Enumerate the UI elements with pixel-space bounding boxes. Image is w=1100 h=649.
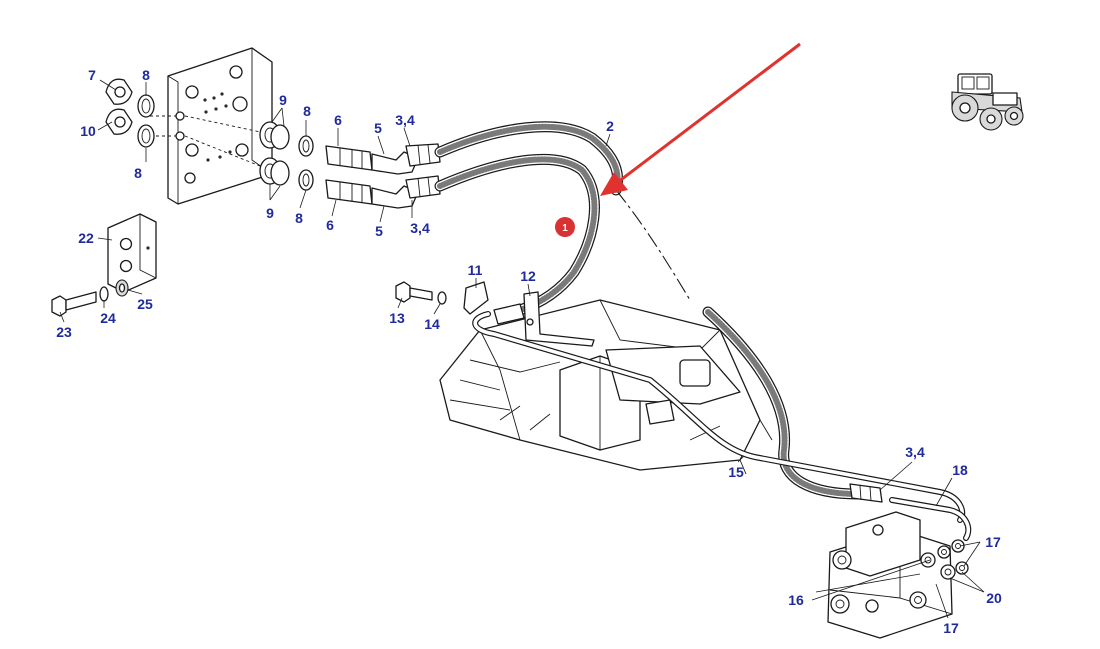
callout-16: 16 xyxy=(788,592,804,608)
hose-clips xyxy=(105,78,155,148)
callout-12: 12 xyxy=(520,268,536,284)
callout-9: 9 xyxy=(279,92,287,108)
highlight-arrow xyxy=(600,42,801,196)
pipe-15 xyxy=(472,311,972,541)
callout-7: 7 xyxy=(88,67,96,83)
callout-13: 13 xyxy=(389,310,405,326)
callout-20: 20 xyxy=(986,590,1002,606)
callout-8: 8 xyxy=(142,67,150,83)
callout-6: 6 xyxy=(334,112,342,128)
tractor-icon xyxy=(951,73,1024,131)
callout-14: 14 xyxy=(424,316,440,332)
callout-3-4: 3,4 xyxy=(410,220,430,236)
callout-15: 15 xyxy=(728,464,744,480)
leader-lines xyxy=(59,79,985,619)
callout-5: 5 xyxy=(375,223,383,239)
callout-11: 11 xyxy=(468,262,483,278)
callout-17: 17 xyxy=(985,534,1001,550)
callout-5: 5 xyxy=(374,120,382,136)
callout-labels: 7 8 10 8 9 8 6 5 3,4 2 9 8 6 5 3,4 22 23… xyxy=(56,67,1002,636)
bulkhead-fittings xyxy=(259,121,441,209)
hose-2 xyxy=(434,121,691,316)
mounting-plate xyxy=(150,47,273,205)
callout-25: 25 xyxy=(137,296,153,312)
callout-3-4: 3,4 xyxy=(395,112,415,128)
callout-8: 8 xyxy=(295,210,303,226)
callout-24: 24 xyxy=(100,310,116,326)
hose-lower xyxy=(702,306,864,500)
callout-18: 18 xyxy=(952,462,968,478)
callout-6: 6 xyxy=(326,217,334,233)
control-valve xyxy=(827,483,969,639)
pipe-brackets xyxy=(395,281,595,347)
callout-8: 8 xyxy=(303,103,311,119)
callout-17: 17 xyxy=(943,620,959,636)
callout-23: 23 xyxy=(56,324,72,340)
callout-8: 8 xyxy=(134,165,142,181)
marker-badge: 1 xyxy=(555,217,575,237)
callout-2: 2 xyxy=(606,118,614,134)
callout-10: 10 xyxy=(80,123,96,139)
marker-badge-text: 1 xyxy=(562,223,568,234)
callout-3-4: 3,4 xyxy=(905,444,925,460)
callout-22: 22 xyxy=(78,230,94,246)
callout-9: 9 xyxy=(266,205,274,221)
